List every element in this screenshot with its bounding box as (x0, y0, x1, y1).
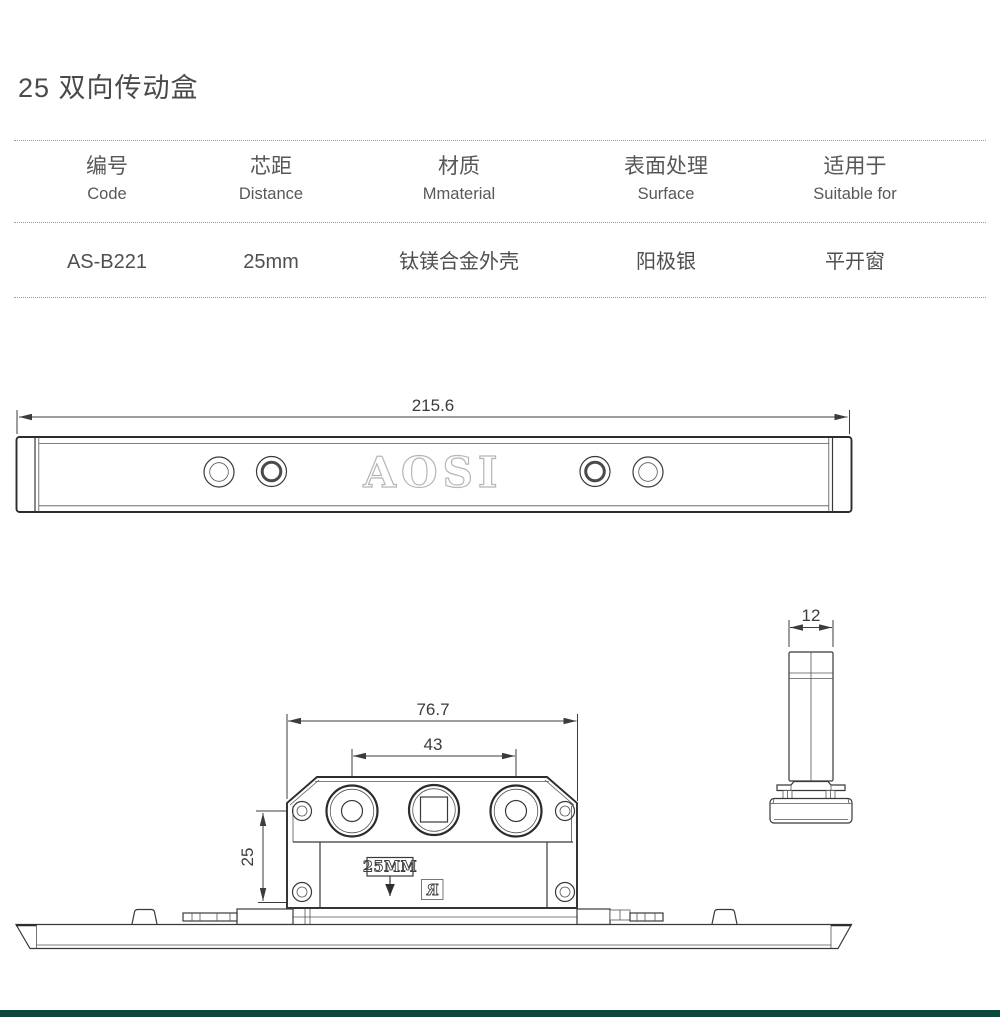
dim-height-label: 25 (238, 848, 257, 867)
post-flange (776, 780, 846, 792)
divider-top (14, 140, 986, 141)
brand-logo: AOSI (362, 448, 502, 497)
front-view-drawing: 76.7 43 25 (14, 700, 853, 950)
r-mark-label: R (426, 882, 439, 899)
divider-middle (14, 222, 986, 223)
footer-accent-bar (0, 1010, 1000, 1017)
top-view-screw-holes (203, 455, 664, 488)
divider-bottom (14, 297, 986, 298)
dim-spacing-label: 43 (424, 735, 443, 754)
cell-suitable: 平开窗 (825, 251, 885, 273)
dim-length-label: 215.6 (412, 396, 455, 415)
dim-post-width-label: 12 (802, 606, 821, 625)
column-header-surface: 表面处理 Surface (624, 155, 708, 203)
drive-roller-right (489, 784, 543, 838)
housing-base-details (131, 907, 738, 926)
cell-distance: 25mm (243, 251, 299, 273)
post-base (769, 797, 853, 824)
stamp-25mm-label: 25MM (363, 859, 417, 876)
spindle-square-hole (407, 783, 461, 837)
cell-code: AS-B221 (66, 251, 148, 273)
column-header-code: 编号 Code (86, 155, 128, 203)
spec-table-row: AS-B221 25mm 钛镁合金外壳 阳极银 平开窗 (0, 247, 968, 277)
column-header-material: 材质 Mmaterial (422, 155, 496, 203)
face-plate (14, 923, 853, 950)
page-title: 25 双向传动盒 (18, 73, 199, 103)
front-corner-holes (291, 800, 576, 903)
cell-surface: 阳极银 (636, 251, 696, 273)
dim-width-label: 76.7 (416, 700, 449, 719)
r-mark-box (421, 879, 444, 900)
cell-material: 钛镁合金外壳 (399, 251, 519, 273)
column-header-suitable: 适用于 Suitable for (813, 155, 897, 203)
spec-table-header: 编号 Code 芯距 Distance 材质 Mmaterial 表面处理 Su… (0, 152, 968, 206)
drive-roller-left (325, 784, 379, 838)
column-header-distance: 芯距 Distance (238, 155, 304, 203)
side-view-drawing: 12 (769, 606, 853, 824)
top-view-drawing: 215.6 AOSI (15, 396, 853, 513)
